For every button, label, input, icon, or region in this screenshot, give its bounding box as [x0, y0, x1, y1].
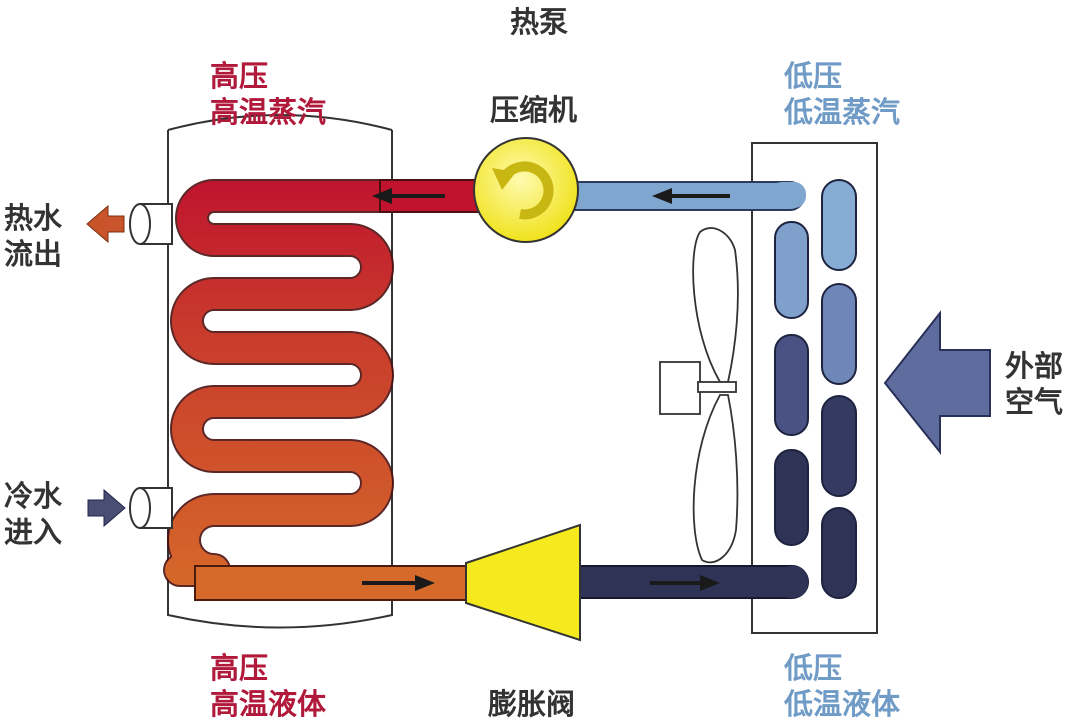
expansion-valve-label: 膨胀阀: [488, 687, 576, 721]
hot-side-bottom-line1: 高压: [210, 651, 269, 685]
cold-side-top-line2: 低温蒸汽: [784, 95, 901, 129]
diagram-title: 热泵: [510, 5, 569, 39]
outdoor-unit-box: [751, 142, 878, 634]
cold-side-bottom-line2: 低温液体: [784, 687, 901, 721]
compressor-label: 压缩机: [490, 93, 578, 127]
flow-arrow-icon: [362, 188, 730, 591]
outside-air-label: 外部 空气: [1005, 348, 1063, 420]
hot-water-out-line2: 流出: [4, 237, 63, 271]
cold-water-inlet-port: [129, 487, 173, 529]
hot-side-top-line2: 高温蒸汽: [210, 95, 327, 129]
hot-water-outlet-port: [129, 203, 173, 245]
hot-water-out-line1: 热水: [4, 201, 63, 235]
hot-side-bottom-line2: 高温液体: [210, 687, 327, 721]
rotation-arrow-icon: [499, 161, 554, 220]
cold-side-top-label: 低压 低温蒸汽: [784, 58, 900, 130]
expansion-valve: [465, 523, 581, 642]
cold-water-in-line2: 进入: [4, 515, 63, 549]
evaporator-coil: [770, 179, 857, 599]
cold-water-in-line1: 冷水: [4, 479, 63, 513]
outside-air-line2: 空气: [1005, 385, 1064, 419]
cold-side-top-line1: 低压: [784, 59, 843, 93]
cold-side-bottom-label: 低压 低温液体: [784, 650, 900, 722]
hot-side-top-label: 高压 高温蒸汽: [210, 58, 326, 130]
outside-air-line1: 外部: [1005, 349, 1064, 383]
cold-water-in-arrow-icon: [87, 488, 126, 528]
outside-air-arrow-icon: [883, 310, 991, 455]
hot-water-out-arrow-icon: [86, 204, 125, 244]
hot-side-top-line1: 高压: [210, 59, 269, 93]
fan-icon: [659, 227, 739, 564]
cold-water-in-label: 冷水 进入: [4, 478, 62, 550]
hot-water-out-label: 热水 流出: [4, 200, 62, 272]
cold-side-bottom-line1: 低压: [784, 651, 843, 685]
compressor: [473, 137, 579, 243]
condenser-coil: [163, 179, 487, 587]
hot-side-bottom-label: 高压 高温液体: [210, 650, 326, 722]
